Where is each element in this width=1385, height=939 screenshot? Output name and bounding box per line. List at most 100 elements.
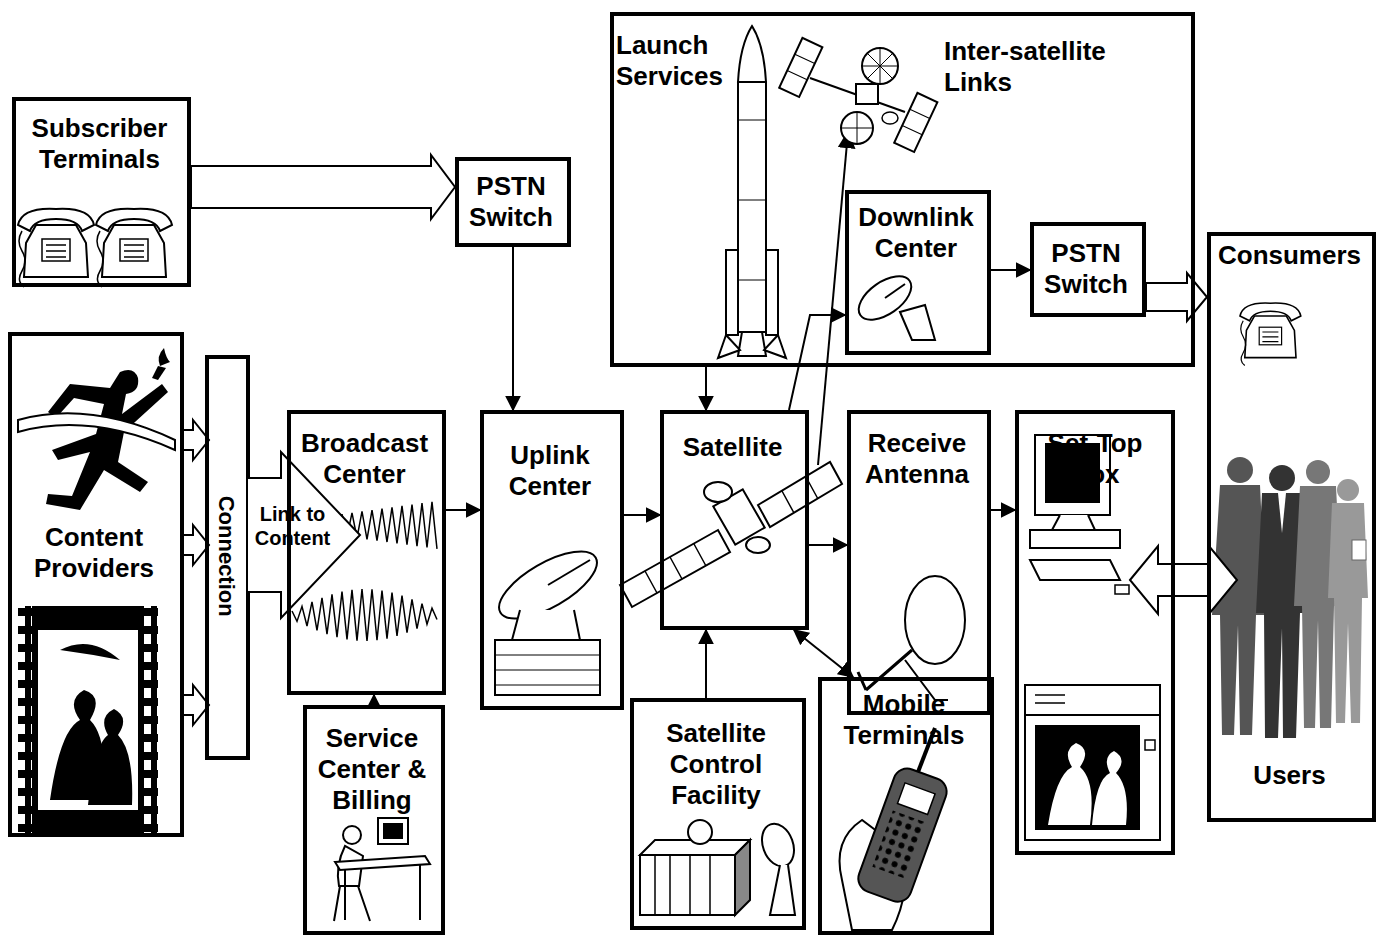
art-stroke — [335, 856, 430, 870]
film-strip — [18, 606, 158, 834]
arrow-line — [624, 514, 660, 516]
art-stroke — [18, 209, 94, 287]
art-stroke — [1306, 460, 1330, 484]
art-stroke — [1328, 503, 1368, 723]
node-label: Subscriber Terminals — [16, 113, 183, 175]
art-stroke — [548, 560, 590, 585]
process-box: Connection — [205, 355, 250, 760]
art-stroke — [1115, 585, 1129, 594]
subscriber-phones — [18, 209, 172, 287]
node-label: Mobile Terminals — [822, 689, 986, 751]
art-stroke — [1035, 695, 1065, 703]
node-label: PSTN Switch — [459, 171, 563, 233]
node-label: Set-Top Box — [1035, 428, 1155, 490]
connector — [789, 315, 845, 410]
node-label: Satellite — [664, 432, 801, 463]
process-box: ConsumersUsers — [1207, 232, 1376, 822]
arrow-line — [809, 544, 847, 546]
art-stroke — [88, 709, 132, 805]
node-label: Content Providers — [12, 522, 176, 584]
art-stroke — [885, 284, 905, 298]
arrow-line — [794, 630, 853, 677]
art-stroke — [770, 865, 795, 915]
node-label: Inter-satellite Links — [944, 36, 1154, 98]
art-stroke — [1030, 530, 1120, 548]
art-stroke — [902, 109, 930, 135]
art-stroke — [738, 120, 766, 280]
art-stroke — [905, 576, 965, 664]
art-stroke — [1337, 479, 1359, 501]
process-box: Set-Top Box — [1015, 410, 1175, 855]
node-label: Downlink Center — [849, 202, 983, 264]
art-stroke — [688, 820, 712, 844]
rocket — [718, 26, 786, 358]
art-stroke — [1240, 303, 1301, 366]
arrow-line — [789, 315, 845, 410]
art-stroke — [343, 826, 361, 844]
art-stroke — [872, 810, 926, 879]
art-stroke — [726, 250, 738, 335]
node-label: Consumers — [1211, 240, 1368, 271]
process-box: Service Center & Billing — [303, 705, 445, 935]
art-stroke — [856, 84, 878, 104]
process-box: Downlink Center — [845, 190, 991, 355]
node-label: PSTN Switch — [1034, 238, 1138, 300]
relay-satellite — [779, 38, 937, 152]
television — [1025, 685, 1160, 840]
node-label: Uplink Center — [484, 440, 616, 502]
art-stroke — [345, 864, 420, 920]
art-stroke — [60, 644, 120, 660]
art-stroke — [334, 886, 370, 921]
arrow-line — [991, 509, 1015, 511]
art-stroke — [1352, 540, 1366, 560]
art-stroke — [1092, 751, 1127, 825]
control-facility — [640, 819, 800, 915]
node-label: Link to Content — [245, 502, 340, 550]
uplink-dish — [489, 538, 606, 695]
art-stroke — [735, 840, 750, 915]
art-stroke — [159, 348, 170, 366]
node-label: Service Center & Billing — [307, 723, 437, 817]
arrow-line — [991, 269, 1030, 271]
art-stroke — [38, 630, 138, 810]
art-stroke — [897, 783, 935, 815]
art-stroke — [1145, 740, 1155, 750]
art-stroke — [640, 855, 735, 915]
art-stroke — [1030, 560, 1120, 580]
connector — [191, 155, 455, 219]
process-box: Subscriber Terminals — [12, 97, 191, 287]
art-stroke — [738, 82, 766, 332]
mobile-phone — [840, 728, 951, 930]
arrow-line — [705, 367, 707, 410]
art-stroke — [144, 606, 158, 834]
process-box: PSTN Switch — [455, 157, 571, 247]
art-stroke — [766, 250, 778, 335]
set-top-computer — [1030, 435, 1129, 594]
arrow-line — [373, 695, 375, 705]
art-stroke — [758, 462, 842, 527]
art-stroke — [1278, 493, 1286, 533]
art-stroke — [18, 413, 175, 450]
art-stroke — [779, 38, 822, 97]
art-stroke — [1227, 457, 1253, 483]
people-group — [1212, 457, 1368, 738]
art-stroke — [645, 544, 706, 593]
art-stroke — [746, 537, 770, 553]
art-stroke — [900, 305, 935, 340]
receive-antenna — [858, 576, 965, 700]
art-stroke — [854, 765, 950, 906]
connector — [706, 367, 707, 410]
node-label: Receive Antenna — [851, 428, 983, 490]
process-box: Launch ServicesInter-satellite LinksDown… — [610, 12, 1195, 367]
arrow-line — [512, 247, 514, 410]
art-stroke — [1025, 685, 1160, 715]
connector — [706, 630, 707, 698]
connector — [794, 630, 853, 677]
process-box: Satellite Control Facility — [630, 698, 806, 930]
art-stroke — [862, 48, 898, 84]
process-box: PSTN Switch — [1030, 222, 1146, 317]
art-stroke — [495, 655, 600, 685]
art-stroke — [1025, 715, 1160, 840]
process-box: Receive Antenna — [847, 410, 991, 715]
process-box: Uplink Center — [480, 410, 624, 710]
